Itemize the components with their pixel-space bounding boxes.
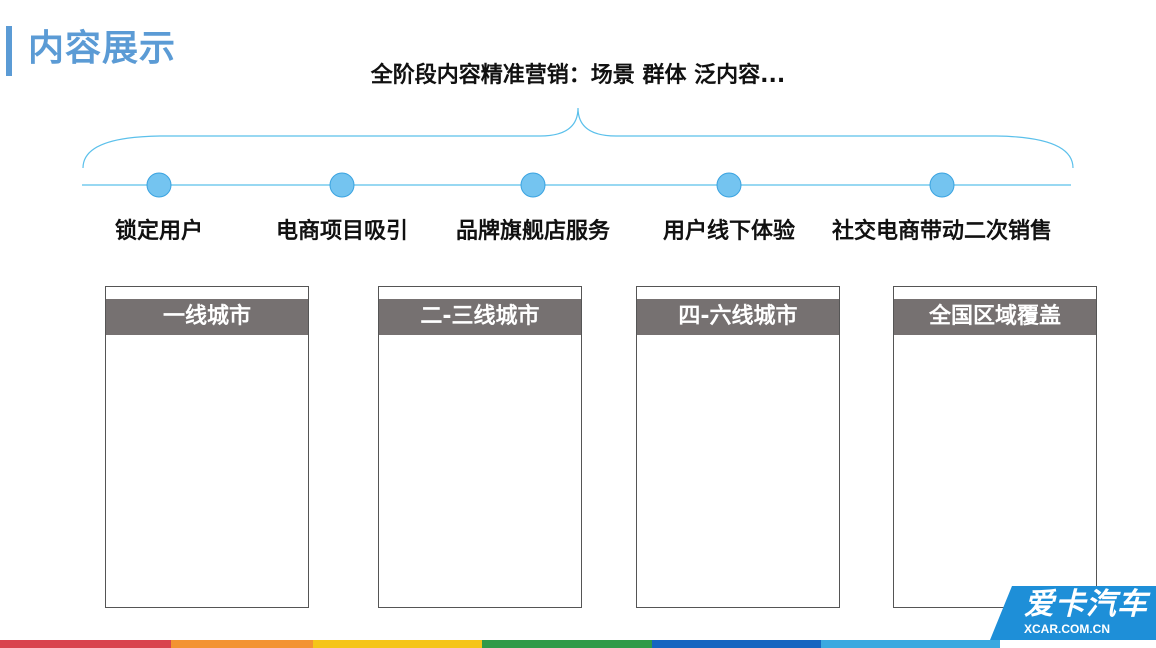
subtitle: 全阶段内容精准营销：场景 群体 泛内容... [370, 63, 786, 88]
logo-sub-text: XCAR.COM.CN [1024, 622, 1110, 636]
logo-main-text: 爱卡汽车 [1024, 587, 1148, 622]
city-tier-panel: 四-六线城市 [636, 286, 840, 608]
stage-label: 锁定用户 [114, 219, 204, 244]
color-stripe-segment [171, 640, 313, 648]
logo-background [990, 586, 1156, 640]
stage-label: 电商项目吸引 [275, 219, 409, 244]
color-stripe-segment [652, 640, 821, 648]
city-tier-panel: 全国区域覆盖 [893, 286, 1097, 608]
timeline-node [929, 172, 955, 198]
color-stripe-segment [313, 640, 482, 648]
timeline-node [329, 172, 355, 198]
stage-label: 社交电商带动二次销售 [831, 219, 1053, 244]
curly-brace [82, 107, 1074, 169]
panel-header: 二-三线城市 [379, 299, 581, 335]
stage-label: 品牌旗舰店服务 [455, 219, 611, 244]
panel-header: 全国区域覆盖 [894, 299, 1096, 335]
title-accent-bar [6, 26, 12, 76]
city-tier-panel: 二-三线城市 [378, 286, 582, 608]
timeline-node [716, 172, 742, 198]
panel-header: 一线城市 [106, 299, 308, 335]
xcar-logo: 爱卡汽车 XCAR.COM.CN [990, 586, 1156, 640]
color-stripe-segment [0, 640, 171, 648]
timeline-node [146, 172, 172, 198]
stage-label: 用户线下体验 [662, 219, 796, 244]
city-tier-panel: 一线城市 [105, 286, 309, 608]
color-stripe-segment [821, 640, 1000, 648]
page-title: 内容展示 [28, 28, 177, 69]
panel-header: 四-六线城市 [637, 299, 839, 335]
timeline-node [520, 172, 546, 198]
color-stripe-segment [482, 640, 652, 648]
